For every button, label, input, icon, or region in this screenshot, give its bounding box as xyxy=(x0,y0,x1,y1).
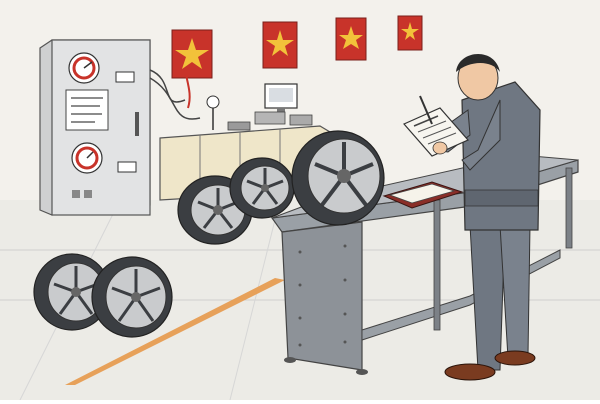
star-icon xyxy=(175,38,209,69)
pen xyxy=(419,95,433,125)
star-icon xyxy=(266,30,294,56)
control-cabinet xyxy=(39,39,151,216)
star-icon xyxy=(339,26,363,49)
cabinet-label-panel xyxy=(65,89,109,131)
dial-gauge-icon xyxy=(206,95,220,109)
wheel xyxy=(291,130,385,226)
worker-figure xyxy=(403,53,541,381)
wheel xyxy=(33,253,111,331)
cables xyxy=(149,69,186,103)
floor-guide-line xyxy=(65,278,285,385)
shoe xyxy=(494,350,536,366)
wall-flags xyxy=(171,15,423,79)
wheel xyxy=(91,256,173,338)
floor-line-4 xyxy=(229,199,281,401)
star-icon xyxy=(401,22,419,40)
wheel xyxy=(229,157,295,219)
shoe xyxy=(444,363,496,381)
